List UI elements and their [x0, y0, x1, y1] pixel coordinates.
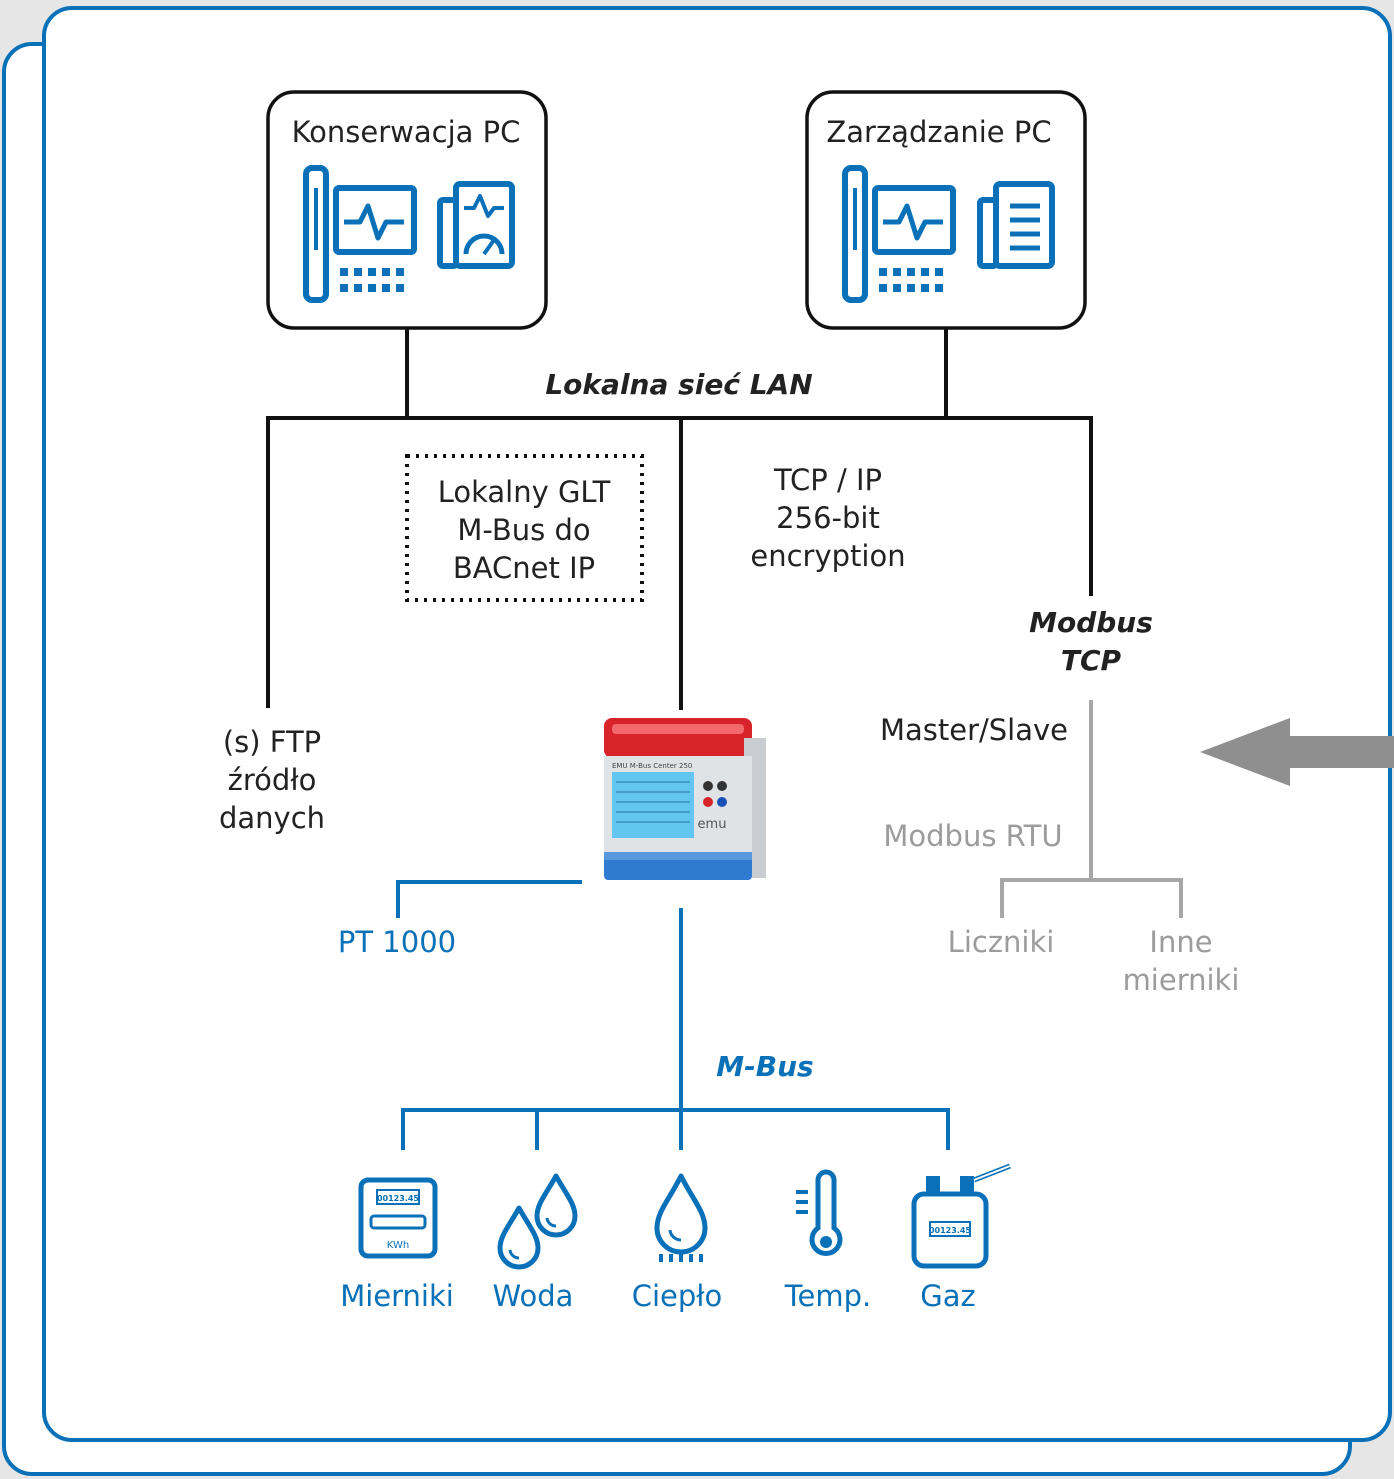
- glt-line-2: M-Bus do: [457, 513, 590, 547]
- mbus-lines: [396, 880, 950, 1150]
- maintenance-pc-icon: [303, 165, 515, 303]
- meter-label-temp: Temp.: [784, 1279, 872, 1313]
- ftp-line-1: (s) FTP: [223, 725, 321, 759]
- management-pc-icon: [842, 165, 1055, 303]
- pt1000-label: PT 1000: [338, 925, 456, 959]
- meter-unit: KWh: [387, 1240, 409, 1251]
- maintenance-pc-label: Konserwacja PC: [292, 115, 521, 149]
- lan-label: Lokalna sieć LAN: [545, 368, 812, 401]
- emu-mbus-center-device: EMU M-Bus Center 250 emu: [604, 718, 766, 880]
- meter-label-gas: Gaz: [920, 1279, 975, 1313]
- electricity-meter-icon: 00123.45 KWh: [358, 1177, 438, 1259]
- gas-display: 00123.45: [929, 1226, 971, 1235]
- gas-meter-icon: 00123.45: [911, 1163, 1011, 1269]
- glt-line-1: Lokalny GLT: [438, 475, 611, 509]
- glt-dotted-box: [405, 454, 644, 602]
- meter-display: 00123.45: [377, 1194, 419, 1203]
- meter-label-heat: Ciepło: [632, 1279, 723, 1313]
- other-meters-line-1: Inne: [1149, 925, 1212, 959]
- water-drops-icon: [497, 1173, 578, 1270]
- ftp-line-3: danych: [219, 801, 325, 835]
- left-arrow-icon: [1200, 718, 1394, 786]
- modbus-rtu-lines: [1000, 700, 1183, 918]
- glt-line-3: BACnet IP: [453, 551, 595, 585]
- meter-label-water: Woda: [493, 1279, 574, 1313]
- device-model-label: EMU M-Bus Center 250: [612, 762, 692, 770]
- modbus-tcp-line-2: TCP: [1061, 644, 1122, 677]
- other-meters-line-2: mierniki: [1123, 963, 1240, 997]
- modbus-rtu-label: Modbus RTU: [883, 819, 1062, 853]
- tcp-line-3: encryption: [750, 539, 905, 573]
- lan-lines: [266, 328, 1093, 710]
- ftp-line-2: źródło: [228, 763, 317, 797]
- management-pc-label: Zarządzanie PC: [826, 115, 1051, 149]
- counters-label: Liczniki: [948, 925, 1055, 959]
- heat-drop-icon: [654, 1173, 708, 1262]
- modbus-tcp-line-1: Modbus: [1029, 606, 1153, 639]
- tcp-line-2: 256-bit: [776, 501, 880, 535]
- tcp-line-1: TCP / IP: [773, 463, 882, 497]
- device-brand: emu: [698, 817, 727, 832]
- meter-label-electricity: Mierniki: [340, 1279, 454, 1313]
- mbus-label: M-Bus: [716, 1050, 813, 1083]
- master-slave-label: Master/Slave: [880, 713, 1068, 747]
- thermometer-icon: [796, 1169, 843, 1256]
